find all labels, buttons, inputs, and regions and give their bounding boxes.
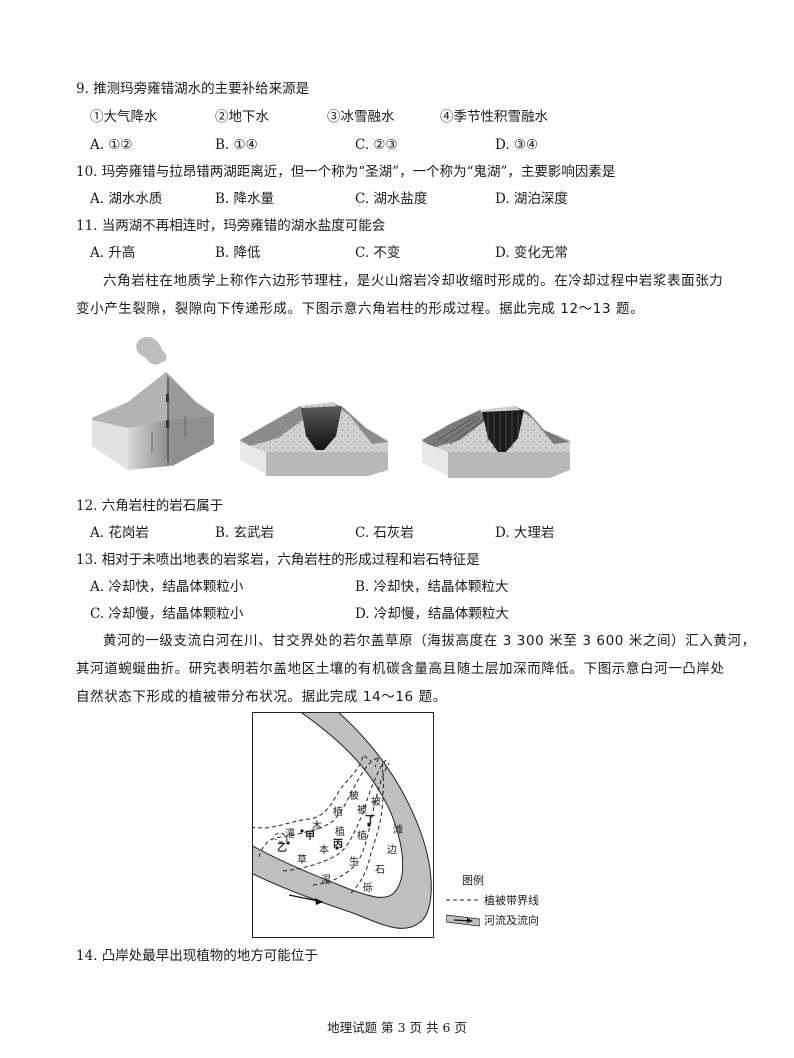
- q11-option-b: B. 降低: [215, 245, 261, 261]
- q9-item-3: ③冰雪融水: [327, 109, 395, 125]
- map-label-zhi3: 植: [357, 831, 367, 842]
- hexagonal-columns-diagram: [422, 406, 570, 478]
- q9-option-c: C. ②③: [355, 137, 398, 153]
- map-point-yi: 乙: [277, 843, 287, 854]
- map-label-bei3: 被: [371, 797, 381, 808]
- q10-option-b: B. 降水量: [215, 191, 275, 207]
- q12-option-c: C. 石灰岩: [355, 525, 414, 541]
- q12-option-a: A. 花岗岩: [90, 525, 149, 541]
- q13-option-a: A. 冷却快，结晶体颗粒小: [90, 579, 244, 595]
- passage2-line3: 自然状态下形成的植被带分布状况。据此完成 14～16 题。: [76, 689, 447, 705]
- q9-option-b: B. ①④: [215, 137, 258, 153]
- q9-item-4: ④季节性积雪融水: [440, 109, 548, 125]
- q9-item-2: ②地下水: [215, 109, 269, 125]
- q12-stem: 12. 六角岩柱的岩石属于: [76, 498, 224, 514]
- map-label-bei2: 被: [357, 805, 367, 816]
- map-point-jia: 甲: [305, 831, 315, 842]
- passage2-line1: 黄河的一级支流白河在川、甘交界处的若尔盖草原（海拔高度在 3 300 米至 3 …: [103, 633, 756, 649]
- map-label-li: 砾: [363, 883, 373, 894]
- map-label-ben: 本: [319, 845, 329, 856]
- map-label-zhi: 植: [333, 807, 343, 818]
- legend-boundary-label: 植被带界线: [484, 894, 539, 907]
- q13-stem: 13. 相对于未喷出地表的岩浆岩，六角岩柱的形成过程和岩石特征是: [76, 552, 480, 568]
- map-label-guan: 灌: [285, 829, 295, 840]
- q10-option-d: D. 湖泊深度: [495, 191, 568, 207]
- map-legend: 图例 植被带界线 河流及流向: [446, 872, 539, 930]
- q9-option-d: D. ③④: [495, 137, 539, 153]
- q10-option-c: C. 湖水盐度: [355, 191, 428, 207]
- q11-option-c: C. 不变: [355, 245, 401, 261]
- vegetation-belt-map: 灌 木 植 被 甲 乙 丙 丁 草 本 植 被 湿 生 植 被 滩 边 石 砾: [252, 712, 434, 938]
- map-label-bian: 边: [387, 845, 397, 856]
- q10-stem: 10. 玛旁雍错与拉昂错两湖距离近，但一个称为“圣湖”，一个称为“鬼湖”，主要影…: [76, 164, 616, 180]
- hexagonal-column-formation-figure: [92, 336, 570, 478]
- page-footer: 地理试题 第 3 页 共 6 页: [327, 1020, 467, 1035]
- legend-title: 图例: [462, 874, 484, 887]
- map-label-cao: 草: [297, 855, 307, 866]
- q9-option-a: A. ①②: [90, 137, 133, 153]
- q11-option-a: A. 升高: [90, 245, 136, 261]
- passage2-line2: 其河道蜿蜒曲折。研究表明若尔盖地区土壤的有机碳含量高且随土层加深而降低。下图示意…: [76, 661, 725, 677]
- q11-stem: 11. 当两湖不再相连时，玛旁雍错的湖水盐度可能会: [76, 218, 386, 234]
- map-label-mu: 木: [312, 821, 322, 832]
- q12-option-d: D. 大理岩: [495, 525, 555, 541]
- lava-cooling-diagram: [240, 402, 388, 476]
- legend-river-label: 河流及流向: [484, 914, 539, 927]
- q10-option-a: A. 湖水水质: [90, 191, 163, 207]
- map-label-bei: 被: [349, 791, 359, 802]
- map-label-sheng: 生: [349, 857, 359, 868]
- map-label-zhi2: 植: [335, 827, 345, 838]
- q14-stem: 14. 凸岸处最早出现植物的地方可能位于: [76, 948, 318, 964]
- q13-option-c: C. 冷却慢，结晶体颗粒小: [90, 606, 244, 622]
- passage1-line1: 六角岩柱在地质学上称作六边形节理柱，是火山熔岩冷却收缩时形成的。在冷却过程中岩浆…: [103, 273, 724, 289]
- river-and-boundaries: [253, 713, 432, 929]
- q9-stem: 9. 推测玛旁雍错湖水的主要补给来源是: [76, 81, 310, 97]
- river-flow-icon: [446, 914, 480, 927]
- map-point-bing: 丙: [333, 839, 343, 850]
- legend-row-river: 河流及流向: [446, 910, 539, 930]
- dashed-line-icon: [446, 899, 480, 901]
- map-label-shi2: 石: [375, 865, 385, 876]
- passage1-line2: 变小产生裂隙，裂隙向下传递形成。下图示意六角岩柱的形成过程。据此完成 12～13…: [76, 301, 645, 317]
- volcano-eruption-diagram: [92, 336, 214, 470]
- q9-item-1: ①大气降水: [90, 109, 158, 125]
- map-point-ding: 丁: [365, 815, 375, 826]
- q13-option-b: B. 冷却快，结晶体颗粒大: [355, 579, 509, 595]
- q11-option-d: D. 变化无常: [495, 245, 568, 261]
- q13-option-d: D. 冷却慢，结晶体颗粒大: [355, 606, 509, 622]
- q12-option-b: B. 玄武岩: [215, 525, 275, 541]
- legend-row-boundary: 植被带界线: [446, 890, 539, 910]
- map-label-tan: 滩: [393, 825, 403, 836]
- map-label-shi: 湿: [321, 875, 331, 886]
